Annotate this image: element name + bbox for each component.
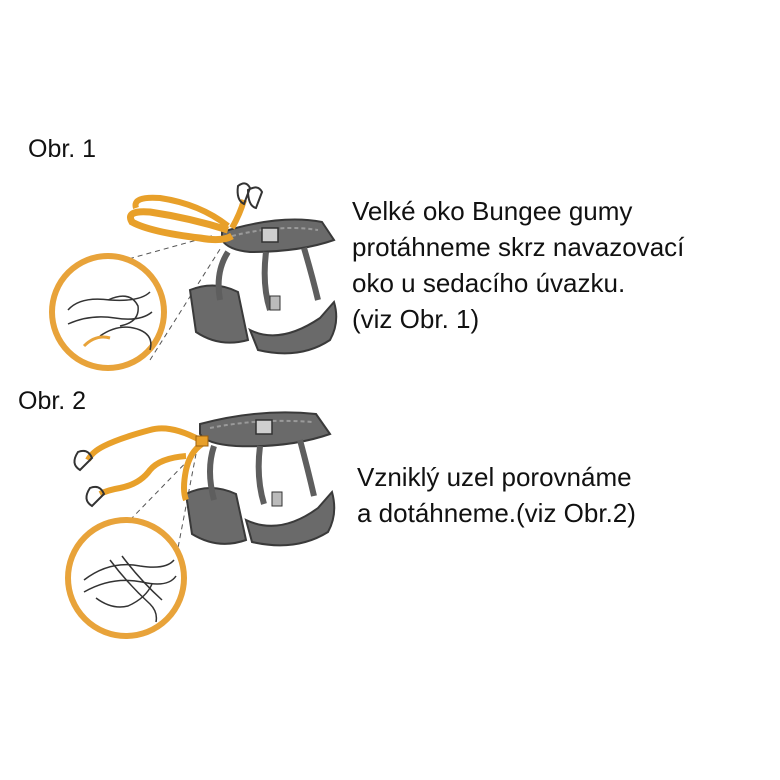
figure-1-label: Obr. 1 <box>28 135 97 163</box>
leader-line <box>167 453 197 601</box>
description-line: a dotáhneme.(viz Obr.2) <box>357 498 636 528</box>
knot-zoom-circle <box>65 517 187 639</box>
harness-icon <box>188 218 338 355</box>
description-line: (viz Obr. 1) <box>352 304 480 334</box>
description-line: Vzniklý uzel porovnáme <box>357 462 632 492</box>
bungee-rope-icon <box>73 425 209 508</box>
knot-zoom-circle <box>49 253 167 371</box>
figure-1-description: Velké oko Bungee gumy protáhneme skrz na… <box>352 193 684 337</box>
knot-detail-icon <box>83 555 177 623</box>
arrow-icon <box>82 335 111 348</box>
harness-icon <box>184 411 336 547</box>
figure-2-label: Obr. 2 <box>18 387 87 415</box>
figure-2-description: Vzniklý uzel porovnáme a dotáhneme.(viz … <box>357 459 636 531</box>
description-line: oko u sedacího úvazku. <box>352 268 626 298</box>
leader-line <box>149 245 223 361</box>
description-line: Velké oko Bungee gumy <box>352 196 633 226</box>
description-line: protáhneme skrz navazovací <box>352 232 685 262</box>
knot-detail-icon <box>67 291 153 351</box>
bungee-rope-icon <box>127 182 264 244</box>
